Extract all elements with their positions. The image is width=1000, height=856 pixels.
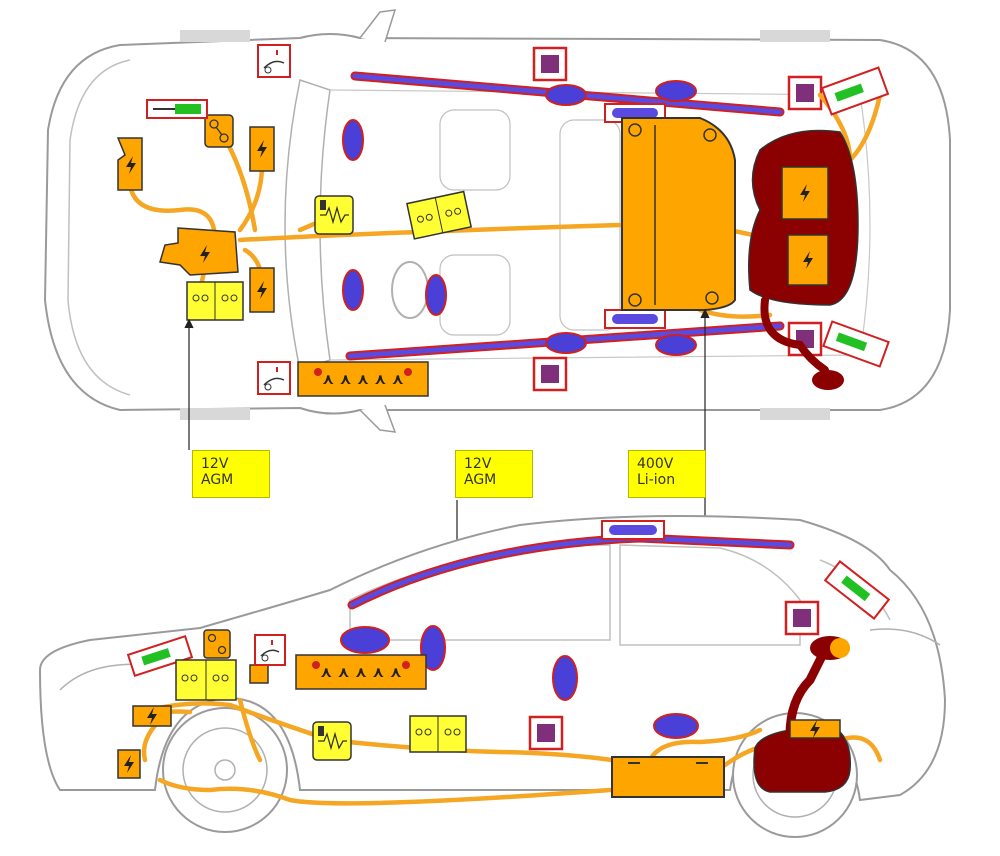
side-airbag-2 bbox=[655, 80, 697, 102]
side-airbag-4 bbox=[655, 334, 697, 356]
hood-lift-icon bbox=[254, 634, 286, 666]
front-seat-left bbox=[439, 109, 511, 191]
gas-strut-icon bbox=[820, 66, 890, 116]
label-12v-agm-rear-line1: 12V bbox=[464, 456, 492, 472]
fuse-icon bbox=[204, 114, 234, 148]
gas-strut-icon bbox=[146, 99, 208, 119]
side-airbag-1 bbox=[545, 84, 587, 106]
wheel-front-left bbox=[180, 30, 250, 42]
hv-component-top-front-1 bbox=[116, 137, 143, 191]
hv-component-top-rear-2 bbox=[787, 234, 829, 286]
label-12v-agm-rear: 12V AGM bbox=[455, 450, 533, 498]
side-airbag-side-4 bbox=[653, 713, 699, 739]
belt-tensioner-glyphs: ⋏ ⋏ ⋏ ⋏ ⋏ bbox=[320, 663, 402, 681]
battery-12v-top-rear bbox=[406, 190, 473, 240]
airbag-knee bbox=[425, 274, 447, 316]
hood-lift-icon bbox=[257, 361, 291, 395]
wheel-rear-left bbox=[760, 30, 830, 42]
hv-component-top-front-3 bbox=[249, 267, 275, 313]
airbag-front-left bbox=[342, 119, 364, 161]
gas-strut-icon bbox=[823, 560, 891, 620]
airbag-control-unit-side-2 bbox=[784, 600, 820, 636]
side-airbag-side-3 bbox=[552, 655, 578, 701]
battery-12v-top-front bbox=[186, 281, 244, 321]
fuel-tank-side bbox=[753, 636, 852, 793]
side-airbag-side-2 bbox=[420, 625, 446, 671]
label-400v-line1: 400V bbox=[637, 456, 674, 472]
side-airbag-side-1 bbox=[340, 626, 390, 654]
hood-lift-icon bbox=[257, 44, 291, 78]
label-400v-li-ion: 400V Li-ion bbox=[628, 450, 706, 498]
battery-12v-side-rear bbox=[409, 715, 467, 753]
fuel-filler-top bbox=[812, 370, 844, 390]
gas-generator-side bbox=[601, 520, 665, 540]
wheel-front-right bbox=[180, 408, 250, 420]
gas-generator-top-right bbox=[604, 309, 666, 329]
label-12v-agm-front-line2: AGM bbox=[201, 472, 234, 488]
airbag-control-unit-side-1 bbox=[528, 715, 564, 751]
hv-component-side-1 bbox=[132, 705, 172, 727]
airbag-control-unit-3 bbox=[787, 75, 823, 111]
hv-component-side-3 bbox=[249, 664, 269, 684]
taillight bbox=[869, 628, 941, 646]
gas-generator-icon bbox=[312, 721, 352, 761]
label-12v-agm-rear-line2: AGM bbox=[464, 472, 497, 488]
hv-component-side-2 bbox=[117, 749, 141, 779]
gas-strut-icon bbox=[126, 635, 194, 677]
hv-component-top-front-2 bbox=[249, 126, 275, 172]
gas-generator-top-left bbox=[604, 103, 666, 123]
fuse-icon bbox=[203, 629, 231, 659]
hv-battery-top bbox=[621, 117, 736, 311]
belt-tensioner-row-top: ⋏ ⋏ ⋏ ⋏ ⋏ bbox=[297, 361, 429, 397]
hv-component-top-rear-1 bbox=[781, 166, 829, 220]
label-12v-agm-front: 12V AGM bbox=[192, 450, 270, 498]
battery-12v-side-front bbox=[175, 659, 237, 701]
airbag-front-right bbox=[342, 269, 364, 311]
top-view-mirror-right bbox=[359, 404, 397, 433]
side-wheel-front bbox=[162, 707, 288, 833]
top-view-mirror-left bbox=[359, 9, 397, 43]
hv-component-side-4 bbox=[789, 719, 841, 739]
wheel-rear-right bbox=[760, 408, 830, 420]
belt-tensioner-row-side: ⋏ ⋏ ⋏ ⋏ ⋏ bbox=[295, 654, 427, 690]
hv-component-top-power-electronics bbox=[159, 227, 239, 276]
airbag-control-unit-2 bbox=[532, 356, 568, 392]
label-12v-agm-front-line1: 12V bbox=[201, 456, 229, 472]
hv-battery-side bbox=[611, 756, 725, 798]
side-airbag-3 bbox=[545, 332, 587, 354]
label-400v-line2: Li-ion bbox=[637, 472, 676, 488]
gas-strut-icon bbox=[822, 320, 890, 368]
airbag-control-unit-1 bbox=[532, 46, 568, 82]
belt-tensioner-glyphs: ⋏ ⋏ ⋏ ⋏ ⋏ bbox=[322, 370, 404, 388]
gas-generator-icon bbox=[314, 195, 354, 235]
